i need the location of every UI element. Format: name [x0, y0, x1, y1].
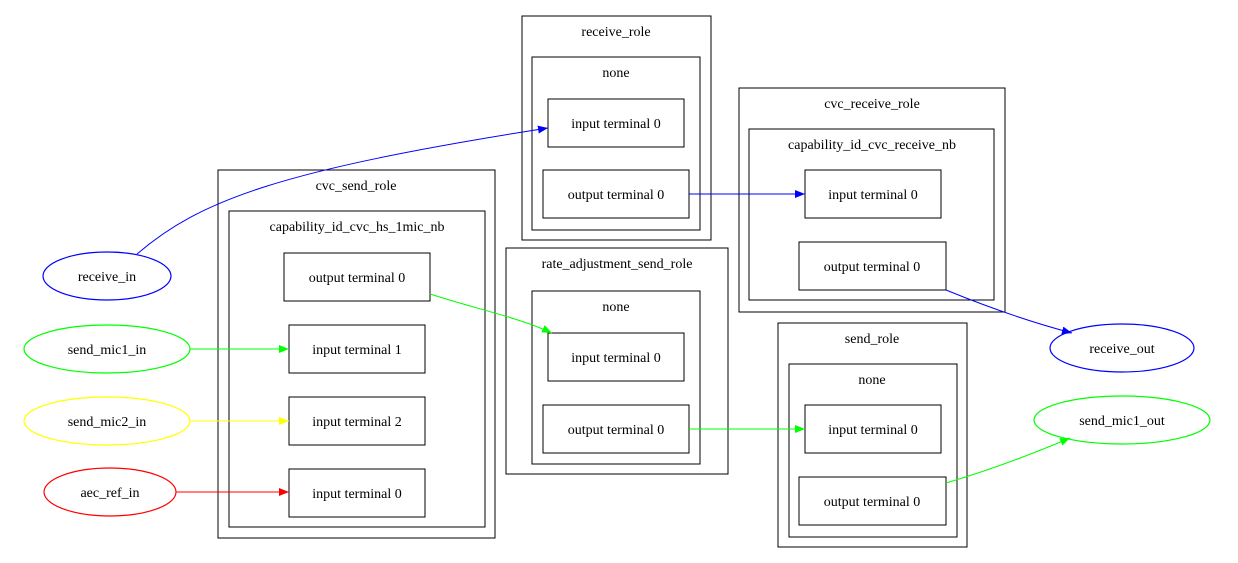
- cluster-title-send-role: send_role: [845, 332, 899, 347]
- terminal-label: input terminal 1: [312, 343, 401, 358]
- edge-send-output-to-send-mic1-out: [945, 437, 1071, 484]
- terminal-label: input terminal 2: [312, 415, 401, 430]
- terminal-label: input terminal 0: [828, 188, 917, 203]
- terminal-label: input terminal 0: [571, 117, 660, 132]
- terminal-label: output terminal 0: [568, 188, 664, 203]
- endpoint-label: receive_out: [1089, 342, 1154, 357]
- cluster-cvc-receive-role: cvc_receive_role capability_id_cvc_recei…: [738, 87, 1006, 313]
- endpoint-label: aec_ref_in: [80, 486, 139, 501]
- edge-receive-in-to-receive-input: [136, 125, 549, 255]
- terminal-node[interactable]: input terminal 0: [547, 98, 685, 148]
- terminal-node[interactable]: output terminal 0: [283, 252, 431, 302]
- terminal-label: output terminal 0: [568, 423, 664, 438]
- terminal-label: output terminal 0: [309, 271, 405, 286]
- endpoint-send-mic1-out[interactable]: send_mic1_out: [1033, 395, 1211, 445]
- edge-cvc-receive-output-to-receive-out: [945, 289, 1073, 335]
- terminal-label: output terminal 0: [824, 260, 920, 275]
- cluster-cvc-send-role: cvc_send_role capability_id_cvc_hs_1mic_…: [217, 169, 496, 539]
- endpoint-label: receive_in: [78, 270, 136, 285]
- cluster-receive-role: receive_role none input terminal 0 outpu…: [521, 15, 712, 241]
- cluster-capability-receive: none: [602, 66, 629, 81]
- endpoint-send-mic1-in[interactable]: send_mic1_in: [23, 324, 191, 374]
- terminal-label: input terminal 0: [828, 423, 917, 438]
- cluster-title-cvc-receive-role: cvc_receive_role: [824, 97, 920, 112]
- terminal-label: input terminal 0: [312, 487, 401, 502]
- terminal-label: output terminal 0: [824, 495, 920, 510]
- endpoint-aec-ref-in[interactable]: aec_ref_in: [43, 467, 177, 517]
- terminal-node[interactable]: input terminal 0: [288, 468, 426, 518]
- terminal-node[interactable]: output terminal 0: [798, 476, 947, 526]
- terminal-node[interactable]: input terminal 0: [547, 332, 685, 382]
- terminal-node[interactable]: input terminal 2: [288, 396, 426, 446]
- cluster-capability-cvc-receive: capability_id_cvc_receive_nb: [788, 138, 956, 153]
- terminal-node[interactable]: output terminal 0: [542, 169, 690, 219]
- cluster-send-role: send_role none input terminal 0 output t…: [777, 322, 968, 548]
- endpoint-label: send_mic1_in: [68, 343, 147, 358]
- endpoint-receive-in[interactable]: receive_in: [42, 251, 172, 301]
- terminal-node[interactable]: output terminal 0: [542, 404, 690, 454]
- endpoint-label: send_mic2_in: [68, 415, 147, 430]
- cluster-capability-rate-adjustment: none: [602, 300, 629, 315]
- endpoint-receive-out[interactable]: receive_out: [1049, 323, 1195, 373]
- terminal-node[interactable]: input terminal 1: [288, 324, 426, 374]
- edge-cvc-send-output-to-rate-adjustment-input: [429, 293, 553, 334]
- terminal-node[interactable]: output terminal 0: [798, 241, 947, 291]
- endpoint-send-mic2-in[interactable]: send_mic2_in: [23, 396, 191, 446]
- cluster-title-rate-adjustment: rate_adjustment_send_role: [542, 257, 693, 272]
- cluster-rate-adjustment-send-role: rate_adjustment_send_role none input ter…: [505, 247, 729, 475]
- cluster-title-receive-role: receive_role: [581, 25, 650, 40]
- terminal-label: input terminal 0: [571, 351, 660, 366]
- cluster-capability-cvc-send: capability_id_cvc_hs_1mic_nb: [270, 220, 445, 235]
- cluster-capability-send: none: [858, 373, 885, 388]
- terminal-node[interactable]: input terminal 0: [804, 169, 942, 219]
- cluster-title-cvc-send-role: cvc_send_role: [316, 179, 397, 194]
- terminal-node[interactable]: input terminal 0: [804, 404, 942, 454]
- endpoint-label: send_mic1_out: [1079, 414, 1165, 429]
